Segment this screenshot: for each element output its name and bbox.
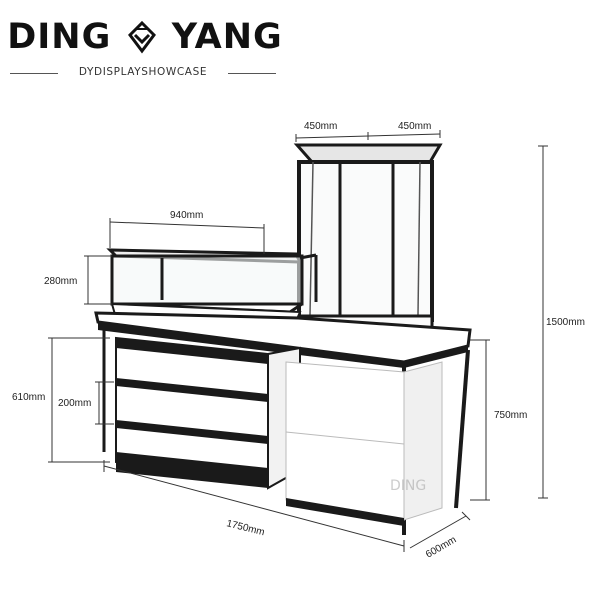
dim-total-length: 1750mm <box>225 518 265 538</box>
dim-total-height: 1500mm <box>546 317 585 328</box>
dimension-lines <box>48 130 548 552</box>
brand-logo: DING YANG <box>0 14 290 59</box>
brand-name-right: YANG <box>171 17 283 57</box>
dim-box-height: 280mm <box>44 276 77 287</box>
dim-tower-width-a: 450mm <box>304 121 337 132</box>
watermark-text: DING <box>390 478 426 494</box>
tabletop <box>94 311 472 535</box>
brand-name: DING YANG <box>0 14 290 59</box>
storage-cabinet <box>285 361 443 526</box>
tagline-rule-right <box>228 73 276 74</box>
dim-counter-height: 610mm <box>12 392 45 403</box>
tagline-rule-left <box>10 73 58 74</box>
dim-table-height: 750mm <box>494 410 527 421</box>
dim-shelf-gap: 200mm <box>58 398 91 409</box>
brand-tagline-row: DYDISPLAYSHOWCASE <box>10 66 276 80</box>
brand-tagline: DYDISPLAYSHOWCASE <box>78 66 208 78</box>
dim-tower-width-b: 450mm <box>398 121 431 132</box>
diamond-icon <box>127 20 156 54</box>
dim-depth: 600mm <box>424 534 458 560</box>
lower-counter <box>115 336 301 490</box>
brand-name-left: DING <box>7 17 112 57</box>
tower-showcase <box>293 143 443 332</box>
dim-box-width: 940mm <box>170 210 203 221</box>
